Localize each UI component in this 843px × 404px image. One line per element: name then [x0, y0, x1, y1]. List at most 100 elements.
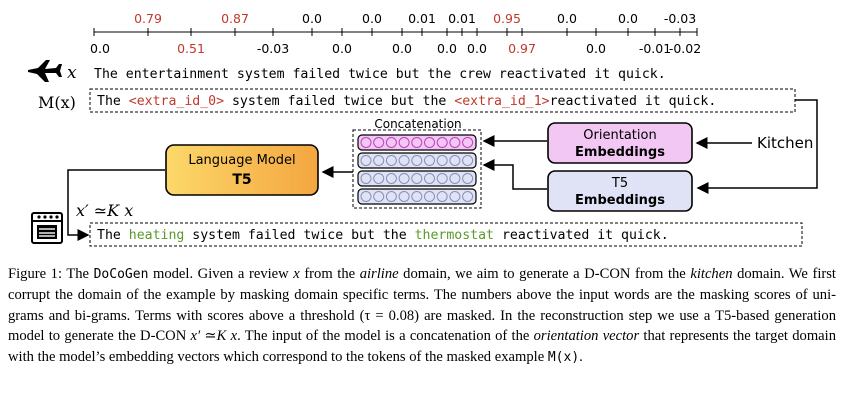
- output-text-part: The: [97, 228, 129, 243]
- output-text-part: heating: [129, 228, 185, 243]
- caption-part: M(x): [547, 349, 580, 365]
- embedding-cell: [398, 173, 410, 184]
- masked-text-part: <extra_id_0>: [129, 94, 224, 109]
- embedding-cell: [462, 173, 474, 184]
- caption-part: Figure 1: The: [8, 266, 94, 282]
- caption-part: model. Given a review: [148, 266, 294, 282]
- embedding-cell: [436, 191, 448, 202]
- score-bottom-5: 0.0: [437, 41, 457, 56]
- input-x-label: x: [67, 63, 77, 83]
- embedding-cell: [424, 191, 435, 202]
- score-bottom-8: 0.0: [586, 41, 606, 56]
- lm-to-output-arrow: [67, 169, 165, 241]
- orientation-embeddings-box: [547, 122, 693, 164]
- score-top-5: 0.01: [448, 11, 476, 26]
- embedding-cell: [411, 155, 423, 166]
- embedding-cell: [385, 155, 397, 166]
- caption-part: kitchen: [690, 266, 733, 282]
- orientation-label-2: Embeddings: [575, 145, 665, 160]
- caption-part: airline: [359, 266, 399, 282]
- score-bottom-4: 0.0: [392, 41, 412, 56]
- embedding-cell: [373, 155, 385, 166]
- embedding-cell: [385, 173, 397, 184]
- score-bottom-10: -0.02: [669, 41, 701, 56]
- embedding-cell: [398, 155, 410, 166]
- kitchen-label: Kitchen: [757, 134, 813, 152]
- caption-part: x′ ≃K x: [190, 328, 238, 345]
- orientation-label-1: Orientation: [583, 128, 656, 143]
- masked-text-part: system failed twice but the: [224, 94, 454, 109]
- score-top-1: 0.87: [221, 11, 249, 26]
- airplane-icon: [28, 60, 62, 82]
- embedding-cell: [449, 191, 461, 202]
- masked-text-part: The: [97, 94, 129, 109]
- embedding-cell: [360, 137, 372, 148]
- language-model-label-2: T5: [232, 172, 251, 188]
- embedding-cell: [398, 191, 410, 202]
- embedding-cell: [385, 137, 397, 148]
- embedding-cell: [373, 173, 385, 184]
- embedding-cell: [462, 137, 474, 148]
- score-top-6: 0.95: [493, 11, 521, 26]
- caption-part: . The input of the model is a concatenat…: [237, 328, 534, 345]
- score-top-7: 0.0: [557, 11, 577, 26]
- embedding-cell: [449, 155, 461, 166]
- embedding-cell: [436, 137, 448, 148]
- relation-label: x′ ≃K x: [76, 201, 133, 220]
- embedding-cell: [360, 173, 372, 184]
- embedding-cell: [436, 173, 448, 184]
- score-top-8: 0.0: [618, 11, 638, 26]
- caption-part: from the: [299, 266, 360, 282]
- concatenation-rows: [357, 134, 477, 205]
- embedding-cell: [424, 137, 435, 148]
- embedding-cell: [360, 155, 372, 166]
- caption-part: .: [579, 348, 583, 365]
- score-ticks: [93, 28, 698, 36]
- embedding-cell: [398, 137, 410, 148]
- score-bottom-1: 0.51: [177, 41, 205, 56]
- t5-embeddings-box: [547, 170, 693, 212]
- caption-part: DoCoGen: [93, 267, 149, 282]
- masked-label: M(x): [38, 93, 76, 112]
- score-bottom-9: -0.01: [639, 41, 671, 56]
- score-bottom-3: 0.0: [332, 41, 352, 56]
- caption-part: x: [293, 266, 300, 282]
- embedding-cell: [436, 155, 448, 166]
- embedding-cell: [411, 191, 423, 202]
- output-text-part: reactivated it quick.: [494, 228, 669, 243]
- language-model-label-1: Language Model: [188, 153, 295, 168]
- embedding-cell: [360, 191, 372, 202]
- figure-caption: Figure 1: The DoCoGen model. Given a rev…: [8, 264, 836, 368]
- embedding-cell: [449, 173, 461, 184]
- oven-icon: [31, 212, 63, 244]
- output-sentence-box: [89, 222, 803, 247]
- score-bottom-2: -0.03: [257, 41, 289, 56]
- score-top-3: 0.0: [362, 11, 382, 26]
- embedding-cell: [411, 173, 423, 184]
- t5-to-concat-arrow: [482, 159, 547, 190]
- t5-embeddings-label-2: Embeddings: [575, 193, 665, 208]
- caption-part: that represents the target domain with t…: [8, 328, 836, 365]
- output-text-part: thermostat: [415, 228, 494, 243]
- caption-part: orientation vector: [533, 328, 640, 345]
- t5-embeddings-label-1: T5: [611, 176, 628, 191]
- embedding-cell: [462, 155, 474, 166]
- language-model-box: [165, 144, 319, 196]
- embedding-cell: [373, 191, 385, 202]
- score-top-4: 0.01: [408, 11, 436, 26]
- embedding-cell: [424, 155, 435, 166]
- caption-part: domain. We first corrupt the domain of t…: [8, 266, 836, 345]
- input-sentence: The entertainment system failed twice bu…: [94, 67, 666, 82]
- embedding-cell: [385, 191, 397, 202]
- concatenation-label: Concatenation: [374, 117, 461, 131]
- masked-sentence: The <extra_id_0> system failed twice but…: [97, 94, 716, 109]
- masked-to-t5-arrow: [696, 99, 818, 194]
- caption-part: domain, we aim to generate a D-CON from …: [398, 266, 691, 282]
- embedding-cell: [373, 137, 385, 148]
- score-bottom-7: 0.97: [508, 41, 536, 56]
- concatenation-box: [352, 129, 482, 209]
- embedding-cell: [411, 137, 423, 148]
